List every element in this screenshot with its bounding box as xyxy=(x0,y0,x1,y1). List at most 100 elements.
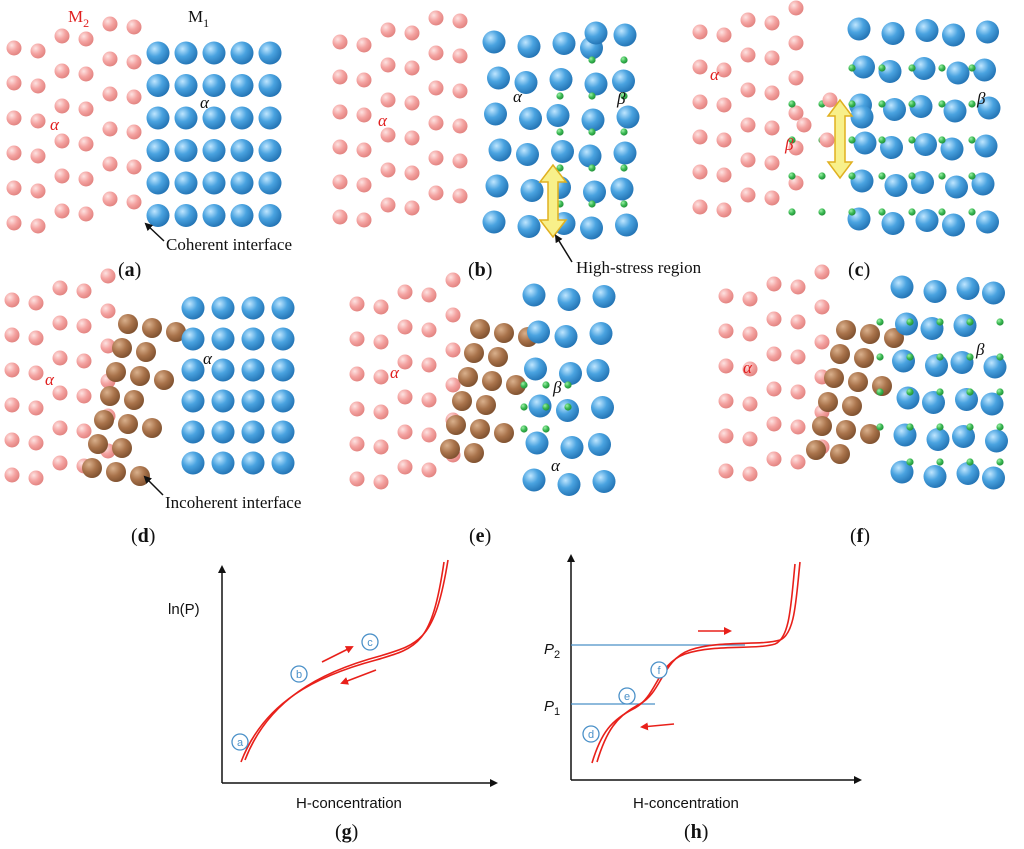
m2-atom xyxy=(397,459,413,475)
m1-atom xyxy=(258,204,282,227)
hydrogen-atom xyxy=(876,423,884,431)
hydrogen-atom xyxy=(788,208,796,216)
marker-c: c xyxy=(361,633,379,651)
m1-atom xyxy=(241,451,265,475)
m1-atom xyxy=(146,139,170,162)
m1-atom xyxy=(230,139,254,162)
m2-atom xyxy=(766,311,782,327)
interface-atom xyxy=(818,392,838,412)
panel-label-c: (c) xyxy=(848,259,870,281)
hydrogen-atom xyxy=(564,403,572,411)
interface-atom xyxy=(848,372,868,392)
m1-atom xyxy=(230,204,254,227)
m1-atom xyxy=(520,179,544,202)
m2-atom xyxy=(100,303,116,319)
hydrogen-atom xyxy=(906,318,914,326)
m2-atom xyxy=(76,388,92,404)
m1-atom xyxy=(181,358,205,382)
m1-atom xyxy=(909,95,933,118)
graph-h-xlabel: H-concentration xyxy=(633,795,739,812)
m2-atom xyxy=(397,424,413,440)
hydrogen-atom xyxy=(966,353,974,361)
m2-atom xyxy=(54,28,70,44)
m1-atom xyxy=(976,20,999,44)
hydrogen-atom xyxy=(908,136,916,144)
marker-b: b xyxy=(290,665,308,683)
m1-atom xyxy=(554,325,578,348)
m2-atom xyxy=(52,455,68,471)
hydrogen-atom xyxy=(996,318,1004,326)
m2-atom xyxy=(349,366,365,382)
m1-atom xyxy=(514,71,538,94)
graph-h-curve-lower xyxy=(591,563,796,764)
hydrogen-atom xyxy=(878,172,886,180)
panel-label-b: (b) xyxy=(468,259,492,281)
hydrogen-atom xyxy=(620,92,628,100)
m1-atom xyxy=(202,106,226,130)
graph-h-curve-upper xyxy=(596,561,801,763)
m2-atom xyxy=(740,117,756,133)
m2-atom xyxy=(397,284,413,300)
beta-label-e: β xyxy=(552,378,562,397)
hydrogen-atom xyxy=(938,100,946,108)
m1-atom xyxy=(181,296,205,320)
m2-atom xyxy=(102,156,118,172)
svg-text:a: a xyxy=(237,737,244,749)
svg-text:d: d xyxy=(588,729,594,741)
coherent-interface-arrow xyxy=(144,222,165,242)
m2-atom xyxy=(54,133,70,149)
m2-atom xyxy=(742,396,758,412)
hydrogen-atom xyxy=(908,208,916,216)
interface-atom xyxy=(100,386,120,406)
m1-atom xyxy=(551,140,574,163)
m2-atom xyxy=(380,127,396,143)
m2-atom xyxy=(30,78,46,94)
m2-atom xyxy=(52,350,68,366)
m1-atom xyxy=(581,108,605,132)
hydrogen-atom xyxy=(908,64,916,72)
graph-g-xlabel: H-concentration xyxy=(296,795,402,812)
m2-atom xyxy=(790,454,806,470)
interface-atom xyxy=(836,320,856,340)
m2-atom xyxy=(28,365,44,381)
hydrogen-atom xyxy=(818,172,826,180)
hydrogen-atom xyxy=(848,100,856,108)
interface-atom xyxy=(130,466,150,486)
hydrogen-atom xyxy=(588,200,596,208)
m2-atom xyxy=(76,283,92,299)
m1-atom xyxy=(181,327,205,351)
m1-atom xyxy=(258,41,282,65)
m2-atom xyxy=(788,70,804,86)
m2-atom xyxy=(716,27,732,43)
m2-atom xyxy=(790,279,806,295)
m1-atom xyxy=(613,141,637,165)
m2-atom xyxy=(814,334,830,350)
m1-atom xyxy=(525,431,549,455)
m2-atom xyxy=(28,400,44,416)
m1-atom xyxy=(202,74,226,97)
m1-atom xyxy=(146,171,170,195)
svg-text:e: e xyxy=(624,691,630,703)
m2-atom xyxy=(28,435,44,451)
interface-atom xyxy=(464,343,484,363)
m2-atom xyxy=(349,296,365,312)
m2-atom xyxy=(380,57,396,73)
hydrogen-atom xyxy=(906,388,914,396)
panel-label-h: (h) xyxy=(684,821,708,843)
m1-atom xyxy=(589,322,613,345)
m2-atom xyxy=(819,132,835,148)
m2-atom xyxy=(30,183,46,199)
m1-atom xyxy=(940,137,964,161)
m2-atom xyxy=(692,94,708,110)
alpha-label-d-m1: α xyxy=(203,349,213,368)
m2-atom xyxy=(30,43,46,59)
m2-atom xyxy=(100,338,116,354)
hydrogen-atom xyxy=(876,318,884,326)
alpha-label-e-m1: α xyxy=(551,456,561,475)
m1-atom xyxy=(890,275,914,299)
m1-atom xyxy=(615,213,638,237)
atom-layer xyxy=(4,0,1008,496)
m2-atom xyxy=(126,159,142,175)
interface-atom xyxy=(830,444,850,464)
m1-atom xyxy=(271,358,295,382)
